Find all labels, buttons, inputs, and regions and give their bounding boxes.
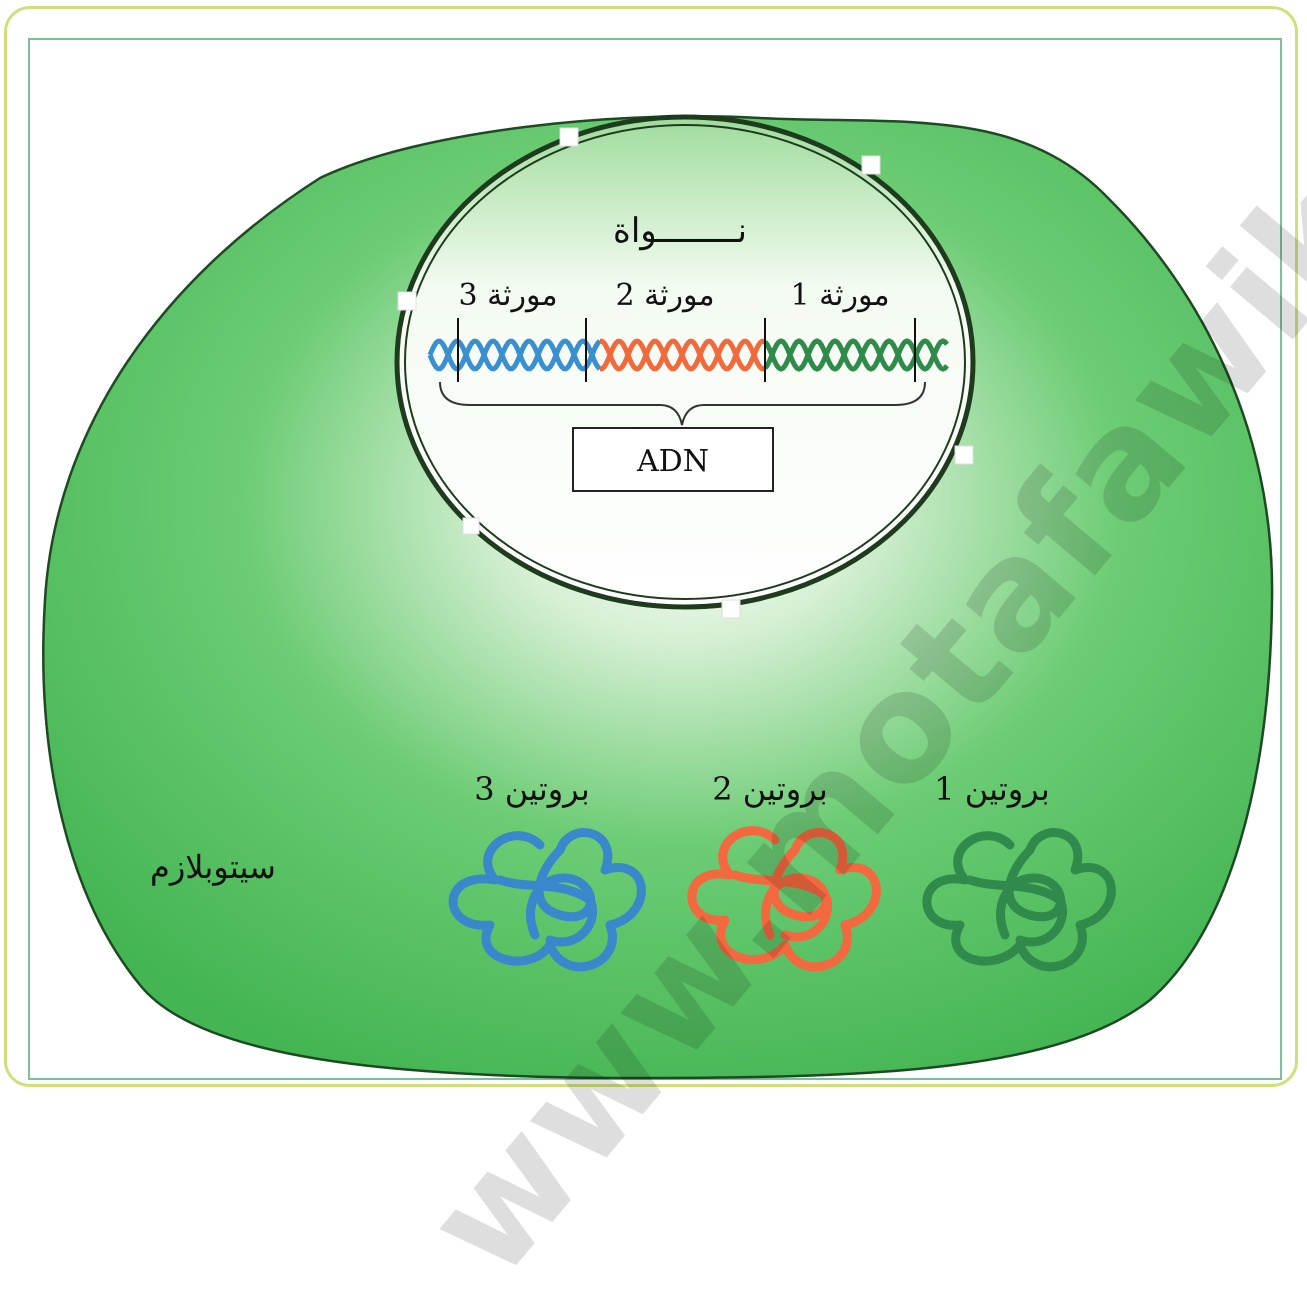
protein-1-label: بروتين 1 — [934, 770, 1049, 808]
cytoplasm-label: سيتوبلازم — [150, 848, 276, 886]
gene-1-label: مورثة 1 — [790, 278, 889, 313]
gene-3-label: مورثة 3 — [458, 278, 557, 313]
protein-2-label: بروتين 2 — [712, 770, 827, 808]
nucleus-label: نــــــــواة — [613, 211, 747, 251]
protein-3-label: بروتين 3 — [474, 770, 589, 808]
adn-label: ADN — [636, 444, 709, 479]
cell-diagram: نــــــــواة مورثة 1 مورثة 2 مورثة 3 ADN… — [0, 0, 1307, 1093]
gene-2-label: مورثة 2 — [615, 278, 714, 313]
